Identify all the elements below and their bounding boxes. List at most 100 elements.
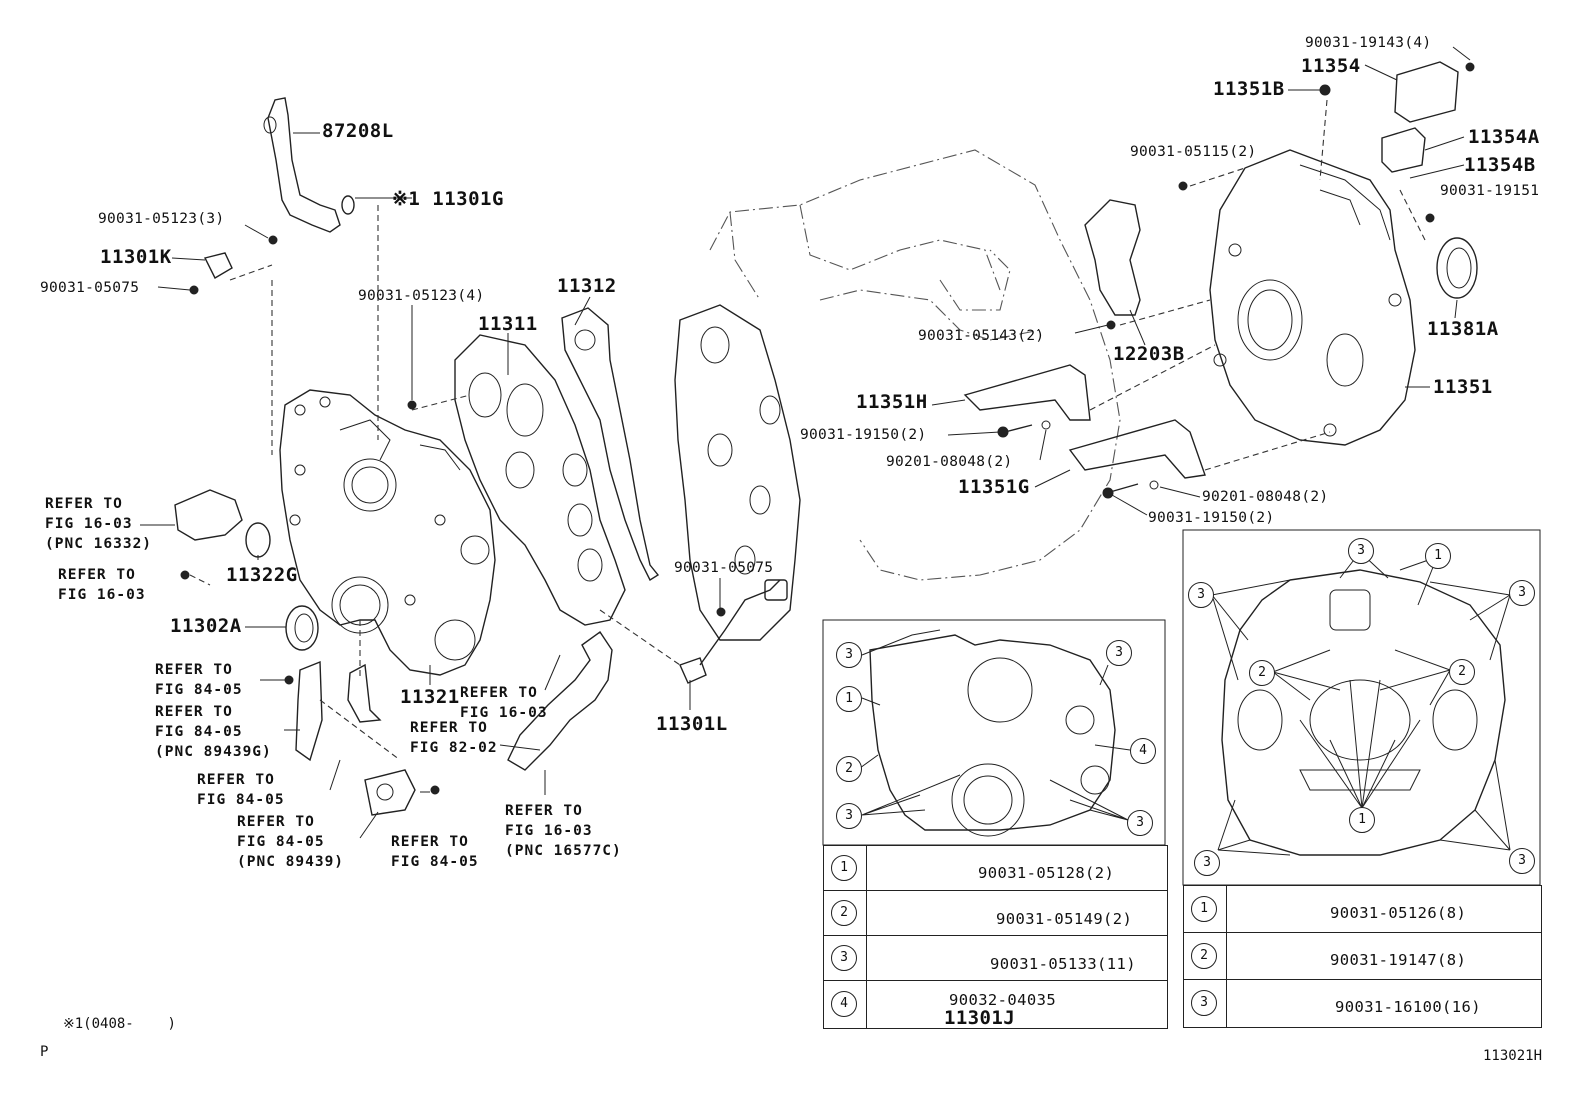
label-11301G: ※1 11301G [392,188,504,210]
left-table-row-2: 2 90031-05149(2) [824,890,1167,936]
figure-id: 113021H [1483,1048,1543,1064]
left-table-part-2: 90031-05149(2) [996,910,1133,928]
label-90201-08048-left: 90201-08048(2) [886,454,1013,470]
label-11321: 11321 [400,686,460,708]
label-90031-05075-right: 90031-05075 [674,560,774,576]
refer-to-fig-84-05-c: REFER TO FIG 84-05 [391,834,479,870]
right-table-part-1: 90031-05126(8) [1330,904,1467,922]
bracket-84-05-shape [295,660,416,816]
refer-to-fig-16-03-b: REFER TO FIG 16-03 [460,685,548,721]
left-detail-callout-2: 2 [836,756,862,782]
label-11354B: 11354B [1464,154,1536,176]
leader-lines [140,46,1471,839]
left-table-row-3: 3 90031-05133(11) [824,935,1167,981]
label-11311: 11311 [478,313,538,335]
bolts [180,62,1475,795]
cover-12203B-shape [1084,199,1141,316]
label-11302A: 11302A [170,615,242,637]
left-table-num-2: 2 [831,900,857,926]
flywheel-housing-shape [1209,149,1416,446]
label-11354: 11354 [1301,55,1361,77]
label-11351H: 11351H [856,391,928,413]
refer-to-fig-16-03-pnc-16577c: REFER TO FIG 16-03 (PNC 16577C) [505,803,622,859]
left-detail-callout-1: 1 [836,686,862,712]
left-table-row-4: 4 90032-04035 11301J [824,980,1167,1029]
right-fastener-table: 1 90031-05126(8) 2 90031-19147(8) 3 9003… [1183,885,1542,1028]
label-90031-05123-3: 90031-05123(3) [98,211,225,227]
label-11322G: 11322G [226,564,298,586]
label-11351B: 11351B [1213,78,1285,100]
refer-to-fig-16-03-pnc-16332: REFER TO FIG 16-03 (PNC 16332) [45,496,153,552]
refer-to-fig-84-05-pnc-89439g: REFER TO FIG 84-05 (PNC 89439G) [155,704,272,760]
label-11354A: 11354A [1468,126,1540,148]
label-87208L: 87208L [322,120,394,142]
sensor-11301L-shape [679,579,788,684]
label-11351G: 11351G [958,476,1030,498]
right-detail-callout-3c: 3 [1509,580,1535,606]
right-detail-callout-1b: 1 [1349,807,1375,833]
refer-to-fig-84-05-pnc-89439: REFER TO FIG 84-05 (PNC 89439) [237,814,345,870]
right-detail-callout-3a: 3 [1348,538,1374,564]
left-table-subpart-4: 11301J [944,1007,1016,1029]
right-detail-callout-1a: 1 [1425,543,1451,569]
right-table-num-1: 1 [1191,896,1217,922]
right-detail-callout-3d: 3 [1194,850,1220,876]
right-table-row-2: 2 90031-19147(8) [1184,932,1541,980]
left-detail-callout-3b: 3 [836,803,862,829]
engine-block-outline [709,149,1121,581]
refer-to-fig-84-05-b: REFER TO FIG 84-05 [197,772,285,808]
oil-pipe-87208L [263,97,355,233]
water-pipe-shape [507,631,613,771]
label-12203B: 12203B [1113,343,1185,365]
right-detail-callout-2b: 2 [1449,659,1475,685]
left-table-row-1: 1 90031-05128(2) [824,846,1167,890]
right-detail-callout-2a: 2 [1249,660,1275,686]
label-11351: 11351 [1433,376,1493,398]
timing-gear-case-shape [279,389,496,676]
label-11381A: 11381A [1427,318,1499,340]
gasket-11312-shape [561,307,660,582]
label-90031-05075-left: 90031-05075 [40,280,140,296]
label-11301L: 11301L [656,713,728,735]
corner-mark: P [40,1044,49,1060]
right-table-num-2: 2 [1191,943,1217,969]
label-90031-05115: 90031-05115(2) [1130,144,1257,160]
label-90201-08048-right: 90201-08048(2) [1202,489,1329,505]
right-table-part-2: 90031-19147(8) [1330,951,1467,969]
water-outlet-11301K [203,252,233,279]
label-90031-05123-4: 90031-05123(4) [358,288,485,304]
refer-to-fig-84-05-a: REFER TO FIG 84-05 [155,662,243,698]
refer-to-fig-82-02: REFER TO FIG 82-02 [410,720,498,756]
left-table-num-1: 1 [831,855,857,881]
cover-11354-shape [1381,61,1459,173]
plate-11311-shape [454,334,626,626]
plate-gasket-shape [674,304,801,641]
left-detail-callout-3d: 3 [1127,810,1153,836]
oil-seal-11381A [1436,237,1478,299]
left-detail-drawing [822,619,1166,846]
label-11301K: 11301K [100,246,172,268]
label-90031-19151: 90031-19151 [1440,183,1540,199]
bracket-11351H-shape [963,364,1091,421]
left-table-part-1: 90031-05128(2) [978,864,1115,882]
label-11312: 11312 [557,275,617,297]
label-90031-19150-right: 90031-19150(2) [1148,510,1275,526]
bracket-11351G-shape [1068,419,1206,479]
right-table-part-3: 90031-16100(16) [1335,998,1481,1016]
label-90031-19150-left: 90031-19150(2) [800,427,927,443]
right-table-row-1: 1 90031-05126(8) [1184,886,1541,932]
left-fastener-table: 1 90031-05128(2) 2 90031-05149(2) 3 9003… [823,845,1168,1029]
left-detail-callout-3c: 3 [1106,640,1132,666]
water-inlet-shape [174,489,271,558]
right-detail-callout-3e: 3 [1509,848,1535,874]
left-detail-callout-3a: 3 [836,642,862,668]
right-table-num-3: 3 [1191,990,1217,1016]
label-90031-19143: 90031-19143(4) [1305,35,1432,51]
left-table-part-4: 90032-04035 [949,991,1057,1009]
footnote: ※1(0408- ) [63,1016,176,1032]
left-table-num-4: 4 [831,991,857,1017]
right-table-row-3: 3 90031-16100(16) [1184,979,1541,1027]
left-table-num-3: 3 [831,945,857,971]
